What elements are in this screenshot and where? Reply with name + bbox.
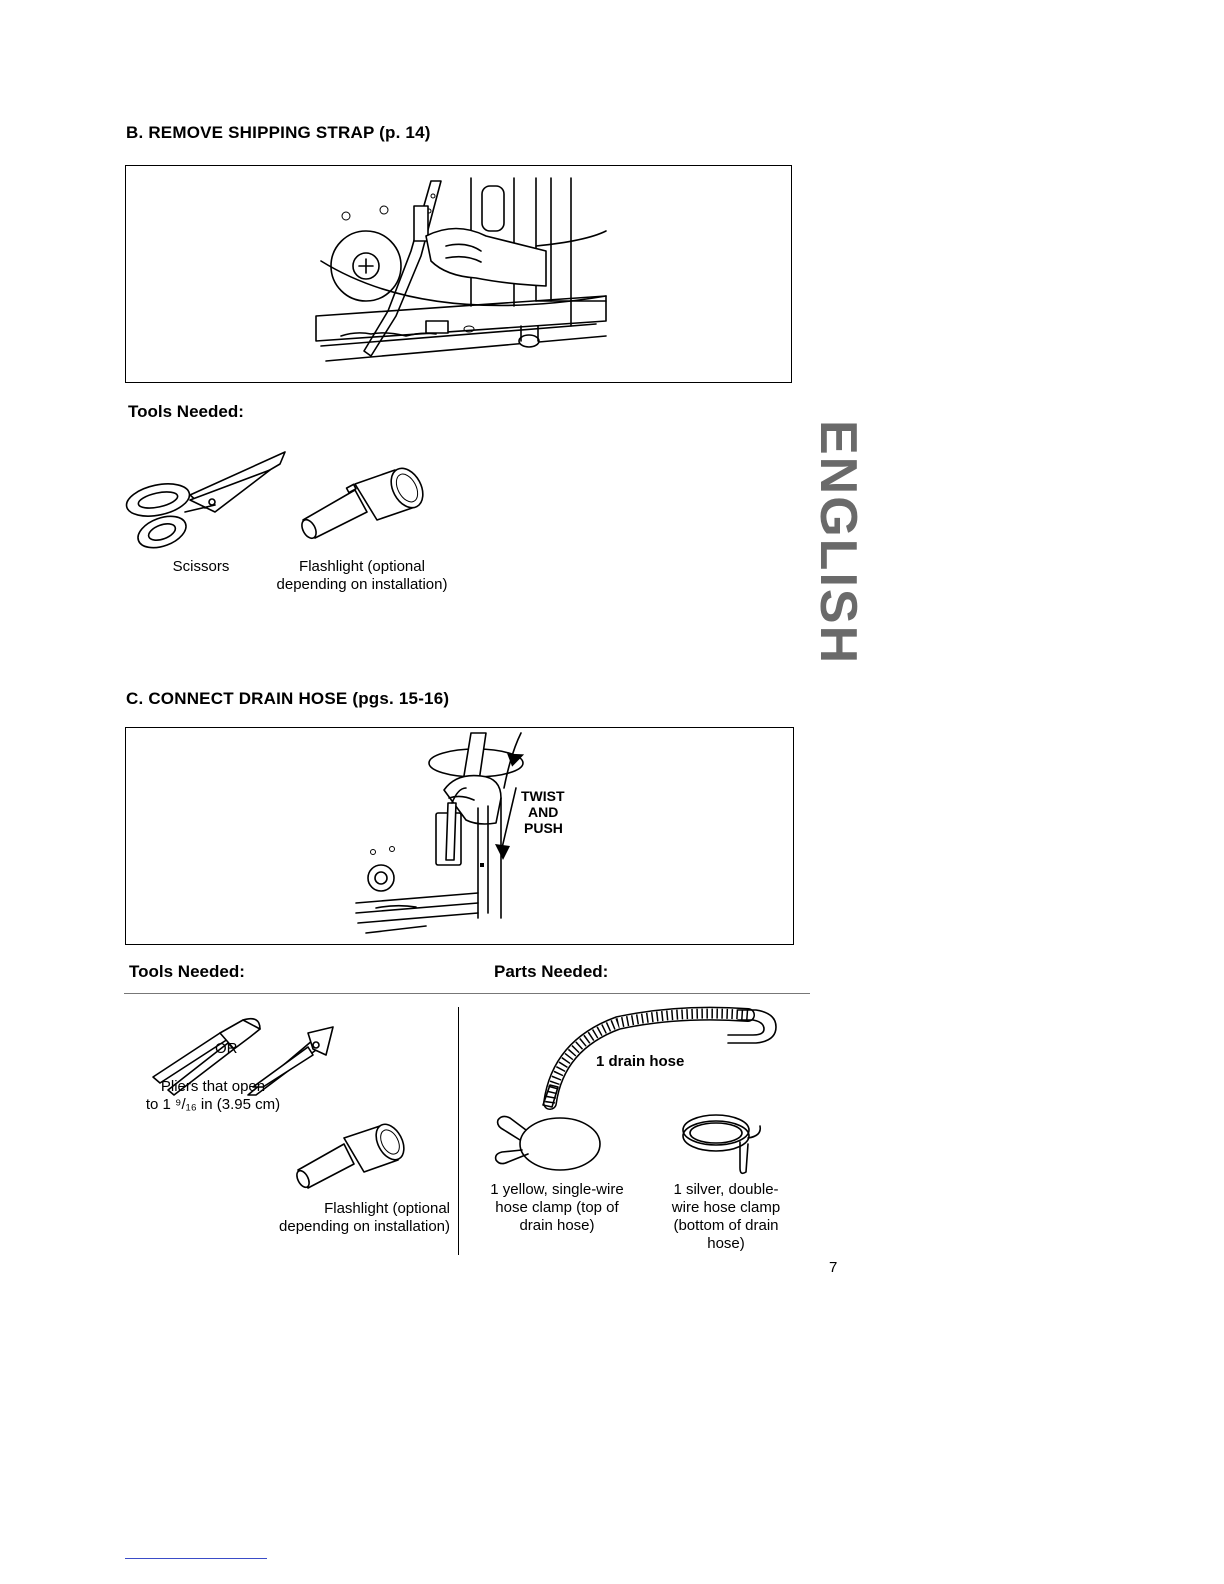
section-c-divider: [124, 993, 810, 994]
double-wire-clamp-icon: [678, 1108, 768, 1180]
shipping-strap-illustration-frame: [125, 165, 792, 383]
flashlight-label-c: Flashlight (optional depending on instal…: [279, 1200, 450, 1235]
flashlight-label-b: Flashlight (optional depending on instal…: [276, 558, 448, 593]
scissors-label: Scissors: [172, 558, 230, 575]
drain-hose-illustration: TWIST AND PUSH: [355, 732, 565, 934]
section-c-tools-heading: Tools Needed:: [129, 962, 245, 981]
page-number: 7: [829, 1259, 838, 1276]
or-label: OR: [215, 1040, 238, 1057]
section-b-tools-heading: Tools Needed:: [128, 402, 244, 421]
language-side-tab: ENGLISH: [809, 420, 867, 666]
push-label: PUSH: [524, 820, 563, 836]
flashlight-icon: [295, 462, 435, 542]
footer-line: [125, 1558, 267, 1559]
section-b-heading: B. REMOVE SHIPPING STRAP (p. 14): [126, 123, 431, 142]
yellow-clamp-label: 1 yellow, single-wire hose clamp (top of…: [490, 1181, 624, 1234]
and-label: AND: [528, 804, 558, 820]
shipping-strap-illustration: [315, 177, 607, 362]
flashlight-icon: [292, 1120, 412, 1190]
tools-parts-separator: [458, 1007, 459, 1255]
drain-hose-illustration-frame: TWIST AND PUSH: [125, 727, 794, 945]
drain-hose-label: 1 drain hose: [596, 1053, 685, 1070]
section-c-heading: C. CONNECT DRAIN HOSE (pgs. 15-16): [126, 689, 450, 708]
scissors-icon: [120, 450, 290, 555]
drain-hose-icon: [538, 1005, 778, 1110]
twist-label: TWIST: [521, 788, 565, 804]
pliers-icon: [148, 1015, 338, 1096]
silver-clamp-label: 1 silver, double- wire hose clamp (botto…: [671, 1181, 781, 1252]
pliers-label: Pliers that open to 1 ⁹/₁₆ in (3.95 cm): [145, 1078, 281, 1113]
single-wire-clamp-icon: [492, 1110, 604, 1175]
section-c-parts-heading: Parts Needed:: [494, 962, 609, 981]
